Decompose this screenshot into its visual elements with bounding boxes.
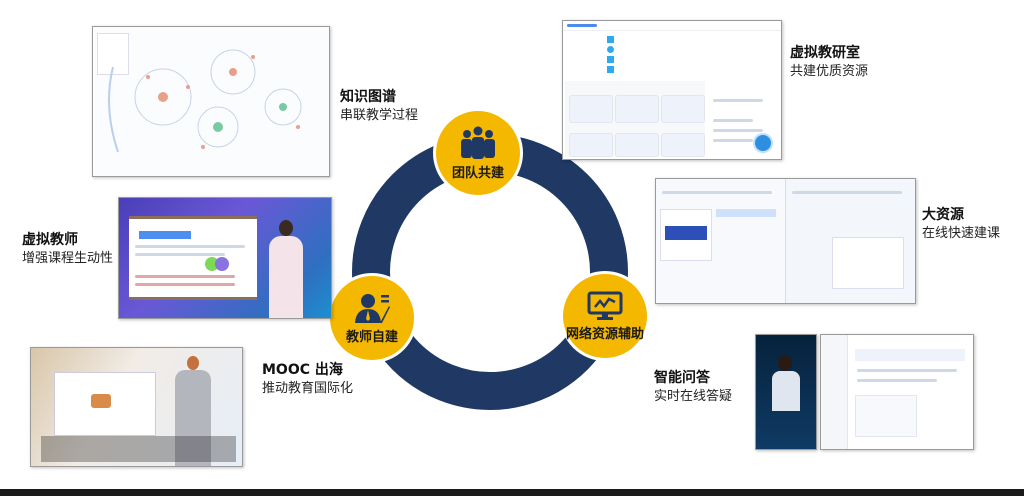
qa-avatar-screenshot bbox=[755, 334, 817, 450]
feature-subtitle: 实时在线答疑 bbox=[654, 389, 733, 404]
feature-title: 虚拟教师 bbox=[22, 232, 78, 248]
feature-subtitle: 共建优质资源 bbox=[790, 64, 869, 79]
feature-subtitle: 推动教育国际化 bbox=[262, 381, 354, 396]
virtual-teacher-screenshot bbox=[118, 197, 332, 319]
feature-title: MOOC 出海 bbox=[262, 362, 343, 378]
feature-big-resource: 大资源 在线快速建课 bbox=[922, 206, 1000, 244]
feature-smart-qa: 智能问答 实时在线答疑 bbox=[654, 369, 732, 407]
big-resource-screenshot bbox=[655, 178, 916, 304]
feature-virtual-lab: 虚拟教研室 共建优质资源 bbox=[790, 44, 868, 82]
feature-title: 虚拟教研室 bbox=[790, 45, 860, 61]
feature-subtitle: 串联教学过程 bbox=[340, 108, 419, 123]
feature-title: 大资源 bbox=[922, 207, 964, 223]
feature-subtitle: 在线快速建课 bbox=[922, 226, 1001, 241]
mooc-screenshot bbox=[30, 347, 243, 467]
team-icon bbox=[461, 126, 495, 159]
qa-chat-screenshot bbox=[820, 334, 974, 450]
feature-title: 知识图谱 bbox=[340, 89, 396, 105]
feature-virtual-teacher: 虚拟教师 增强课程生动性 bbox=[22, 231, 113, 269]
node-label: 教师自建 bbox=[345, 329, 398, 345]
bottom-divider bbox=[0, 489, 1024, 496]
node-team-build: 团队共建 bbox=[433, 108, 523, 198]
virtual-lab-screenshot bbox=[562, 20, 782, 160]
node-network-resource: 网络资源辅助 bbox=[560, 271, 650, 361]
teacher-icon bbox=[355, 293, 390, 323]
feature-mooc: MOOC 出海 推动教育国际化 bbox=[262, 361, 353, 399]
node-label: 网络资源辅助 bbox=[565, 326, 644, 342]
monitor-chart-icon bbox=[587, 291, 623, 320]
feature-title: 智能问答 bbox=[654, 370, 710, 386]
node-teacher-build: 教师自建 bbox=[327, 273, 417, 363]
knowledge-graph-screenshot bbox=[92, 26, 330, 177]
feature-knowledge-graph: 知识图谱 串联教学过程 bbox=[340, 88, 418, 126]
node-label: 团队共建 bbox=[451, 165, 504, 181]
feature-subtitle: 增强课程生动性 bbox=[22, 251, 114, 266]
